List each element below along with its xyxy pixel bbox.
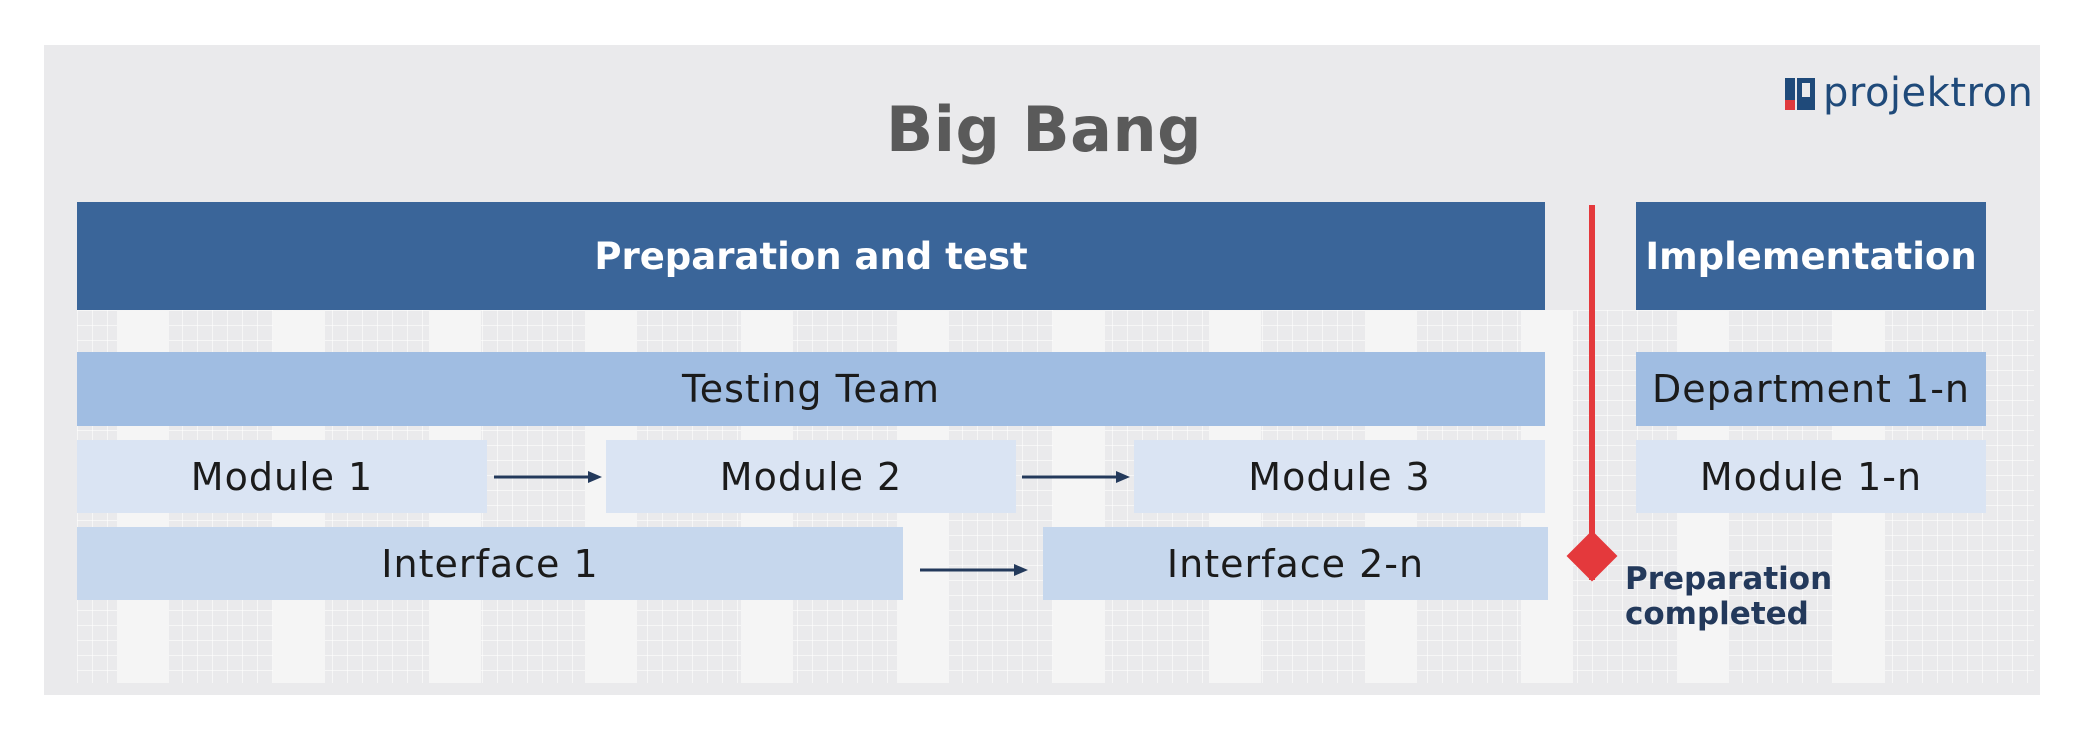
team-testing: Testing Team xyxy=(77,352,1545,426)
milestone-label-line-1: Preparation xyxy=(1625,561,1833,597)
milestone-line xyxy=(1589,205,1595,580)
interface-2-n: Interface 2-n xyxy=(1043,527,1548,600)
arrow-module-1-to-2 xyxy=(494,467,602,487)
module-1: Module 1 xyxy=(77,440,487,513)
logo-text: projektron xyxy=(1823,70,2034,116)
module-1-n: Module 1-n xyxy=(1636,440,1986,513)
module-2: Module 2 xyxy=(606,440,1016,513)
arrow-module-2-to-3 xyxy=(1022,467,1130,487)
milestone-label: Preparation completed xyxy=(1625,562,1832,632)
phase-preparation: Preparation and test xyxy=(77,202,1545,310)
phase-implementation: Implementation xyxy=(1636,202,1986,310)
milestone-label-line-2: completed xyxy=(1625,596,1809,632)
projektron-logo-icon xyxy=(1785,78,1815,110)
projektron-logo: projektron xyxy=(1785,63,2033,123)
team-department: Department 1-n xyxy=(1636,352,1986,426)
diagram-title: Big Bang xyxy=(885,93,1203,166)
arrow-interface-1-to-2 xyxy=(920,560,1028,580)
diagram-panel: Big Bang projektron Preparation and test… xyxy=(44,45,2040,695)
interface-1: Interface 1 xyxy=(77,527,903,600)
module-3: Module 3 xyxy=(1134,440,1545,513)
